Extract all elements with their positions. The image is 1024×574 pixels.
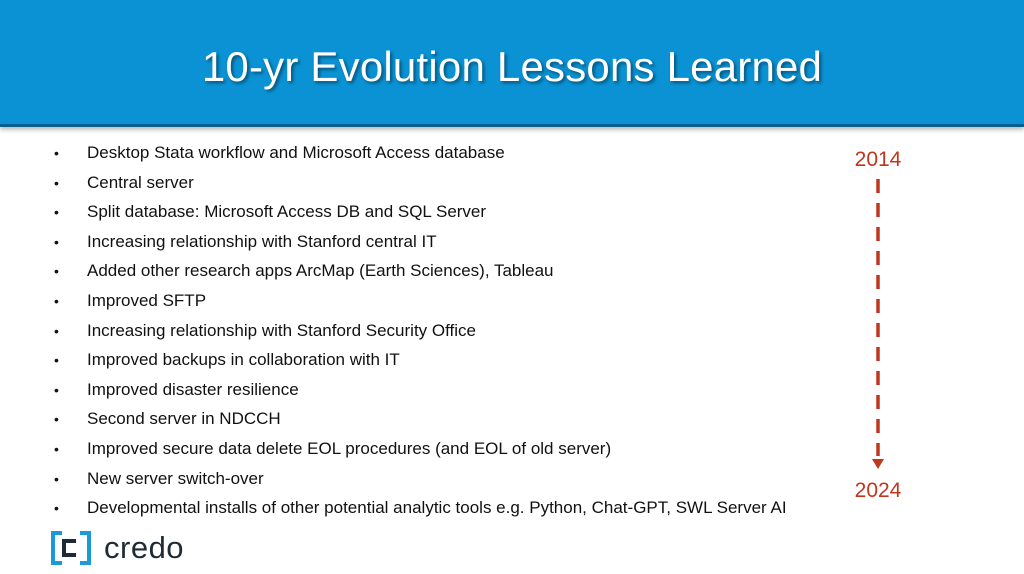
slide-title: 10-yr Evolution Lessons Learned	[201, 43, 823, 90]
bullet-marker: •	[54, 174, 59, 191]
bullet-marker: •	[54, 440, 59, 457]
list-item: • Developmental installs of other potenti…	[54, 493, 787, 523]
list-item: • Central server	[54, 168, 787, 198]
list-item-text: Improved SFTP	[87, 290, 207, 310]
bullet-marker: •	[54, 322, 59, 339]
list-item-text: Central server	[87, 172, 194, 192]
list-item-text: Improved disaster resilience	[87, 379, 299, 399]
list-item: • Desktop Stata workflow and Microsoft Ac…	[54, 138, 787, 168]
bullet-marker: •	[54, 470, 59, 487]
list-item: • Improved disaster resilience	[54, 375, 787, 405]
list-item: • Split database: Microsoft Access DB and…	[54, 197, 787, 227]
bullet-marker: •	[54, 381, 59, 398]
list-item: • Second server in NDCCH	[54, 404, 787, 434]
list-item: • Increasing relationship with Stanford S…	[54, 316, 787, 346]
bullet-marker: •	[54, 145, 59, 161]
logo-wordmark: credo	[104, 530, 185, 565]
list-item: • New server switch-over	[54, 464, 787, 494]
credo-bracket-logo-icon	[51, 531, 91, 565]
title-banner: 10-yr Evolution Lessons Learned	[0, 0, 1024, 127]
bullet-marker: •	[54, 411, 59, 428]
list-item: • Improved SFTP	[54, 286, 787, 316]
credo-logo: credo	[50, 530, 184, 566]
list-item: • Improved backups in collaboration with …	[54, 345, 787, 375]
arrowhead-icon	[872, 459, 884, 469]
list-item: • Added other research apps ArcMap (Earth…	[54, 256, 787, 286]
bullet-marker: •	[54, 204, 59, 221]
timeline-start-year: 2014	[854, 148, 902, 171]
bullet-marker: •	[54, 352, 59, 369]
list-item-text: Split database: Microsoft Access DB and …	[87, 202, 487, 222]
bullet-marker: •	[54, 292, 59, 309]
list-item-text: Increasing relationship with Stanford ce…	[87, 231, 437, 251]
list-item-text: Improved secure data delete EOL procedur…	[87, 438, 612, 458]
bullet-list: • Desktop Stata workflow and Microsoft Ac…	[54, 138, 787, 523]
list-item: • Increasing relationship with Stanford c…	[54, 227, 787, 257]
list-item: • Improved secure data delete EOL procedu…	[54, 434, 787, 464]
timeline-end-year: 2024	[854, 479, 902, 502]
list-item-text: Second server in NDCCH	[87, 409, 281, 429]
timeline-arrow	[872, 179, 884, 469]
list-item-text: Developmental installs of other potentia…	[87, 498, 787, 518]
list-item-text: Improved backups in collaboration with I…	[87, 350, 400, 370]
list-item-text: Increasing relationship with Stanford Se…	[87, 320, 476, 340]
bullet-marker: •	[54, 263, 59, 280]
list-item-text: Added other research apps ArcMap (Earth …	[87, 261, 554, 281]
list-item-text: New server switch-over	[87, 468, 264, 488]
list-item-text: Desktop Stata workflow and Microsoft Acc…	[87, 143, 505, 162]
bullet-marker: •	[54, 500, 59, 517]
bullet-marker: •	[54, 233, 59, 250]
